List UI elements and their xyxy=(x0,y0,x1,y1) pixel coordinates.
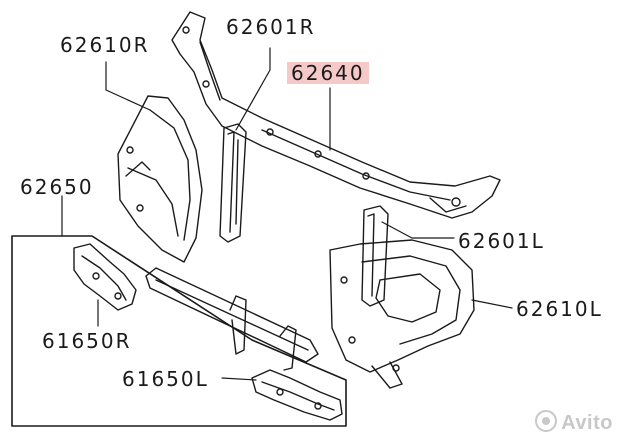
part-label-62610l: 62610L xyxy=(516,297,603,321)
bracket-61650r xyxy=(73,243,137,311)
leader-lines xyxy=(61,47,513,381)
avito-logo-icon xyxy=(535,410,558,432)
part-label-62610r: 62610R xyxy=(60,33,150,57)
group-box-62650 xyxy=(11,235,347,427)
part-label-61650r: 61650R xyxy=(42,329,132,353)
part-label-61650l: 61650L xyxy=(122,367,209,391)
part-label-62640: 62640 xyxy=(287,62,369,84)
side-panel-62610r xyxy=(117,95,203,263)
part-label-62601r: 62601R xyxy=(226,15,316,39)
part-label-62650: 62650 xyxy=(20,175,94,199)
bracket-61650l xyxy=(251,369,343,421)
watermark: Avito xyxy=(535,410,613,435)
vertical-strut-62601r xyxy=(219,123,247,243)
lower-bar-62650 xyxy=(145,267,319,371)
watermark-text: Avito xyxy=(561,412,613,434)
side-panel-62610l xyxy=(329,239,475,389)
upper-crossbar-62640 xyxy=(171,11,501,219)
part-label-62601l: 62601L xyxy=(458,229,545,253)
vertical-strut-62601l xyxy=(361,205,389,307)
